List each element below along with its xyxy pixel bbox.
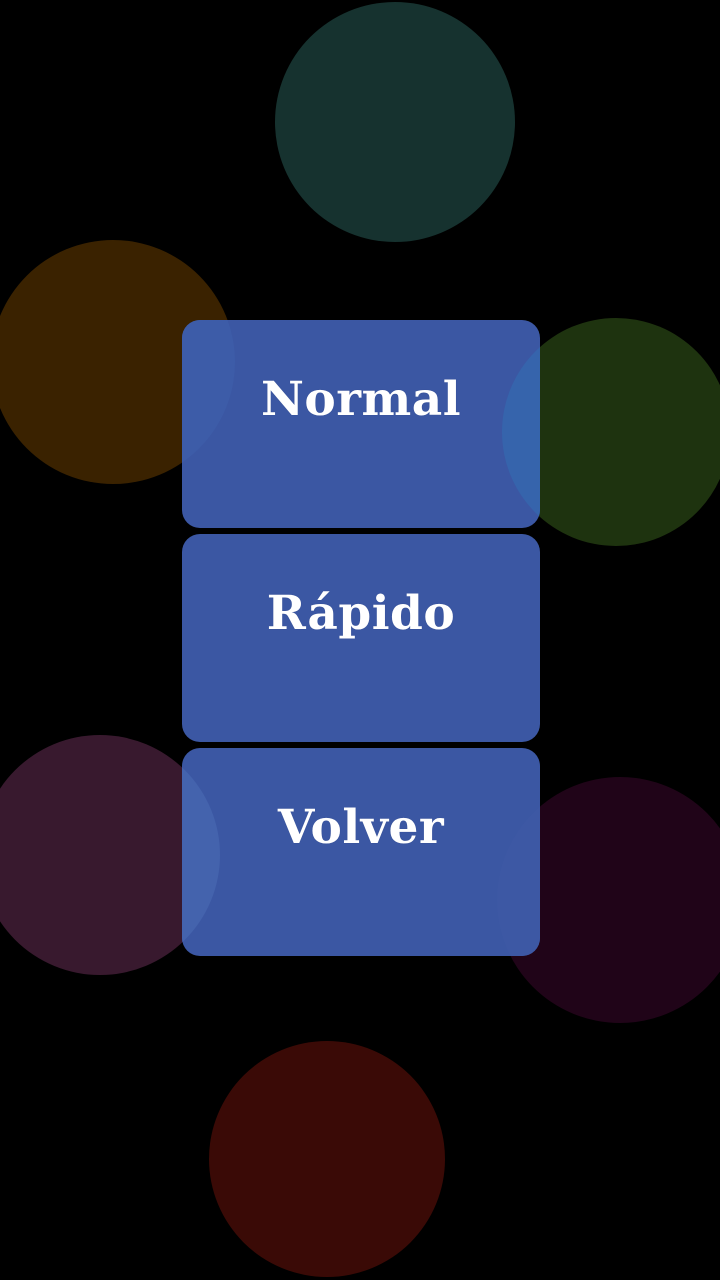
menu-button-normal-label: Normal	[260, 372, 462, 427]
menu-button-volver-label: Volver	[277, 800, 445, 855]
bubble-teal-icon	[275, 2, 515, 242]
menu-button-volver[interactable]: Volver	[182, 748, 540, 956]
menu-button-stack: Normal Rápido Volver	[182, 320, 540, 956]
bubble-purple-bleed	[182, 748, 220, 956]
menu-button-normal[interactable]: Normal	[182, 320, 540, 528]
menu-button-rapido[interactable]: Rápido	[182, 534, 540, 742]
bubble-green-bleed	[502, 320, 540, 528]
menu-button-rapido-label: Rápido	[266, 586, 456, 641]
bubble-red-icon	[209, 1041, 445, 1277]
